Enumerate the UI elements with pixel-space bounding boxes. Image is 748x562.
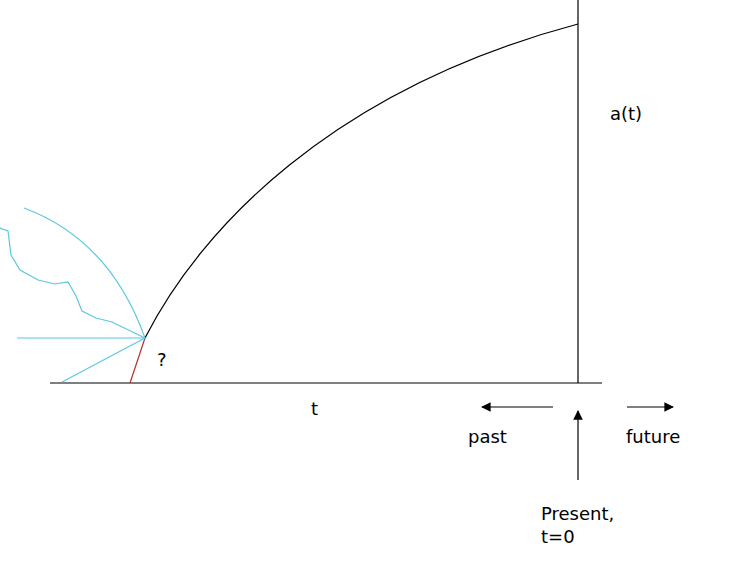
direction-label: future [626, 425, 680, 448]
time-axis [50, 382, 602, 383]
present-label: Present, t=0 [541, 502, 636, 549]
past-arrow [482, 406, 553, 407]
direction-label: past [468, 425, 507, 448]
axis-label: a(t) [610, 102, 642, 125]
scale-factor-curve [145, 24, 578, 338]
alternative-history [24, 208, 145, 338]
alternative-history [62, 338, 145, 382]
question-mark: ? [157, 348, 167, 371]
present-arrow [577, 411, 578, 480]
alternative-history [0, 228, 145, 338]
axis-label: t [311, 397, 318, 420]
present-axis [577, 0, 578, 383]
future-arrow [627, 406, 673, 407]
alternative-history [17, 337, 145, 338]
